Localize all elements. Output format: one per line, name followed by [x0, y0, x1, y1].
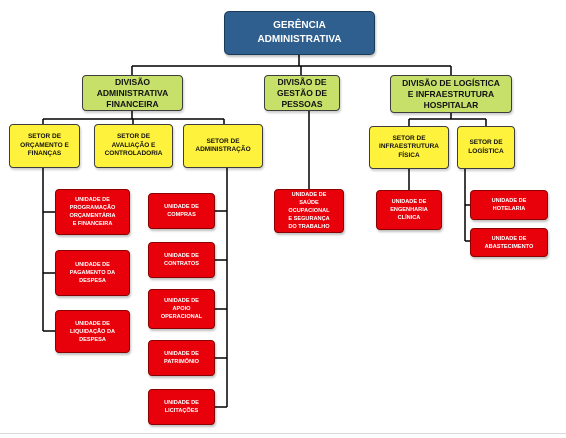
- unit-saude-ocupacional: UNIDADE DE SAÚDE OCUPACIONAL E SEGURANÇA…: [274, 189, 344, 233]
- sector-administracao: SETOR DE ADMINISTRAÇÃO: [183, 124, 263, 168]
- sector-infraestrutura-fisica: SETOR DE INFRAESTRUTURA FÍSICA: [369, 126, 449, 169]
- unit-pagamento-da-despesa: UNIDADE DE PAGAMENTO DA DESPESA: [55, 250, 130, 296]
- unit-hotelaria: UNIDADE DE HOTELARIA: [470, 190, 548, 220]
- unit-compras: UNIDADE DE COMPRAS: [148, 193, 215, 229]
- unit-apoio-operacional: UNIDADE DE APOIO OPERACIONAL: [148, 289, 215, 329]
- unit-abastecimento: UNIDADE DE ABASTECIMENTO: [470, 228, 548, 257]
- unit-licitacoes: UNIDADE DE LICITAÇÕES: [148, 389, 215, 425]
- unit-patrimonio: UNIDADE DE PATRIMÔNIO: [148, 340, 215, 376]
- root-node-gerencia-administrativa: GERÊNCIA ADMINISTRATIVA: [224, 11, 375, 55]
- unit-programacao-orcamentaria: UNIDADE DE PROGRAMAÇÃO ORÇAMENTÁRIA E FI…: [55, 189, 130, 235]
- sector-avaliacao-e-controladoria: SETOR DE AVALIAÇÃO E CONTROLADORIA: [94, 124, 173, 168]
- unit-engenharia-clinica: UNIDADE DE ENGENHARIA CLÍNICA: [376, 190, 442, 230]
- division-logistica-infraestrutura: DIVISÃO DE LOGÍSTICA E INFRAESTRUTURA HO…: [390, 75, 512, 113]
- unit-contratos: UNIDADE DE CONTRATOS: [148, 242, 215, 278]
- sector-logistica: SETOR DE LOGÍSTICA: [457, 126, 515, 169]
- sector-orcamento-e-financas: SETOR DE ORÇAMENTO E FINANÇAS: [9, 124, 80, 168]
- unit-liquidacao-da-despesa: UNIDADE DE LIQUIDAÇÃO DA DESPESA: [55, 310, 130, 353]
- bottom-divider: [0, 433, 566, 434]
- division-gestao-de-pessoas: DIVISÃO DE GESTÃO DE PESSOAS: [264, 75, 340, 111]
- division-administrativa-financeira: DIVISÃO ADMINISTRATIVA FINANCEIRA: [82, 75, 183, 111]
